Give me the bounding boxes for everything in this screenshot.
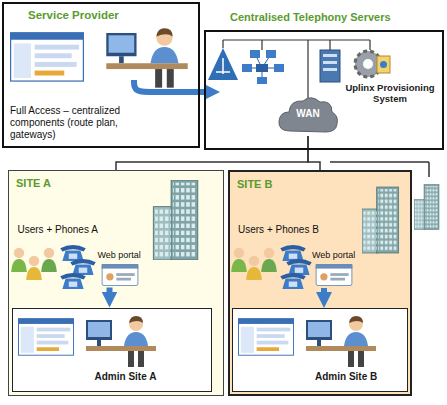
admin-box: Admin Site A <box>12 308 212 392</box>
node-heading: Service Provider <box>28 9 158 23</box>
node-heading: SITE A <box>16 177 106 190</box>
user-figure <box>41 248 57 272</box>
node-heading: Admin Site A <box>95 371 205 383</box>
provisioning-label: Uplinx Provisioning System <box>340 82 440 108</box>
admin-at-desk <box>306 316 376 367</box>
node-heading: Uplinx Provisioning System <box>340 82 440 105</box>
desk-phone <box>280 245 306 261</box>
network-node <box>266 50 276 58</box>
user-figure <box>11 248 27 272</box>
rack-slot <box>323 68 337 71</box>
user-figure <box>261 248 277 272</box>
user-figure <box>26 256 42 280</box>
admin-screenshot <box>18 318 74 355</box>
rack-slot <box>323 61 337 64</box>
router-mark <box>216 58 230 74</box>
wan-cloud: WAN <box>276 94 340 136</box>
portal-arrow <box>107 288 113 298</box>
site-box-fill <box>228 170 412 396</box>
node-heading: Users + Phones B <box>238 224 338 236</box>
server-rack <box>320 50 340 82</box>
users-label: Users + Phones B <box>238 224 338 239</box>
desk-phone <box>60 273 86 289</box>
node-heading: Admin Site B <box>315 371 405 383</box>
wan-link <box>116 136 308 170</box>
box-fills <box>2 2 444 396</box>
node-heading: Users + Phones A <box>18 224 118 236</box>
node-heading: Web portal <box>312 250 364 261</box>
admin-at-desk <box>86 316 156 367</box>
desk-phone <box>280 273 306 289</box>
admin-screenshot <box>10 32 84 81</box>
admin-box-fill <box>232 308 408 392</box>
desk-phone <box>286 259 312 275</box>
users-label: Users + Phones A <box>18 224 118 239</box>
site-box: SITE B Users + Phones B Web portalAdmin Si… <box>228 170 412 396</box>
site-building <box>362 187 399 253</box>
server-drop <box>369 40 370 50</box>
network-node <box>250 50 260 58</box>
server-drop <box>261 40 262 50</box>
user-figure <box>231 248 247 272</box>
provisioning-mark <box>380 61 387 68</box>
wan-link <box>308 136 320 170</box>
server-box: Centralised Telephony ServersUplinx Prov… <box>204 30 444 150</box>
desk-phone <box>60 245 86 261</box>
node-heading: Centralised Telephony Servers <box>230 11 435 24</box>
web-portal: Web portal <box>96 250 150 288</box>
server-icons <box>208 48 390 84</box>
admin-screenshot <box>238 318 294 355</box>
provider-illustration <box>10 28 188 87</box>
admin-box-fill <box>12 308 212 392</box>
node-heading: SITE B <box>237 178 327 191</box>
server-drop <box>329 40 330 50</box>
site-building <box>153 180 197 260</box>
operator-at-desk <box>106 28 187 87</box>
network-node <box>257 77 267 84</box>
site-b-illustration <box>231 187 398 367</box>
node-body: Full Access – centralized components (ro… <box>10 105 144 141</box>
provisioning-doc <box>377 56 390 73</box>
remote-building <box>414 185 439 230</box>
server-bus <box>223 39 370 40</box>
site-box: SITE A Users + Phones A Web portalAdmin Si… <box>8 170 224 396</box>
bus-line <box>330 161 429 163</box>
provider-box-fill <box>2 2 200 148</box>
network-node <box>256 64 268 72</box>
web-portal: Web portal <box>310 250 364 288</box>
network-node <box>274 64 284 72</box>
site-box-fill <box>8 170 224 396</box>
network-node <box>242 64 252 72</box>
wan-uplink <box>307 40 308 98</box>
gear-hub <box>363 59 373 69</box>
desk-phone <box>70 259 96 275</box>
portal-arrow <box>321 288 327 298</box>
server-drop <box>222 40 223 48</box>
server-box-fill <box>204 30 444 150</box>
node-heading: Web portal <box>98 250 150 261</box>
user-figure <box>246 256 262 280</box>
portal-card <box>102 264 139 286</box>
site-a-illustration <box>11 180 198 367</box>
admin-box: Admin Site B <box>232 308 408 392</box>
router-icon <box>208 48 238 80</box>
portal-card <box>316 264 353 286</box>
rack-slot <box>323 54 337 57</box>
node-heading: WAN <box>276 108 340 120</box>
provider-box: Service ProviderFull Access – centralize… <box>2 2 200 148</box>
bus-drop <box>428 162 430 177</box>
